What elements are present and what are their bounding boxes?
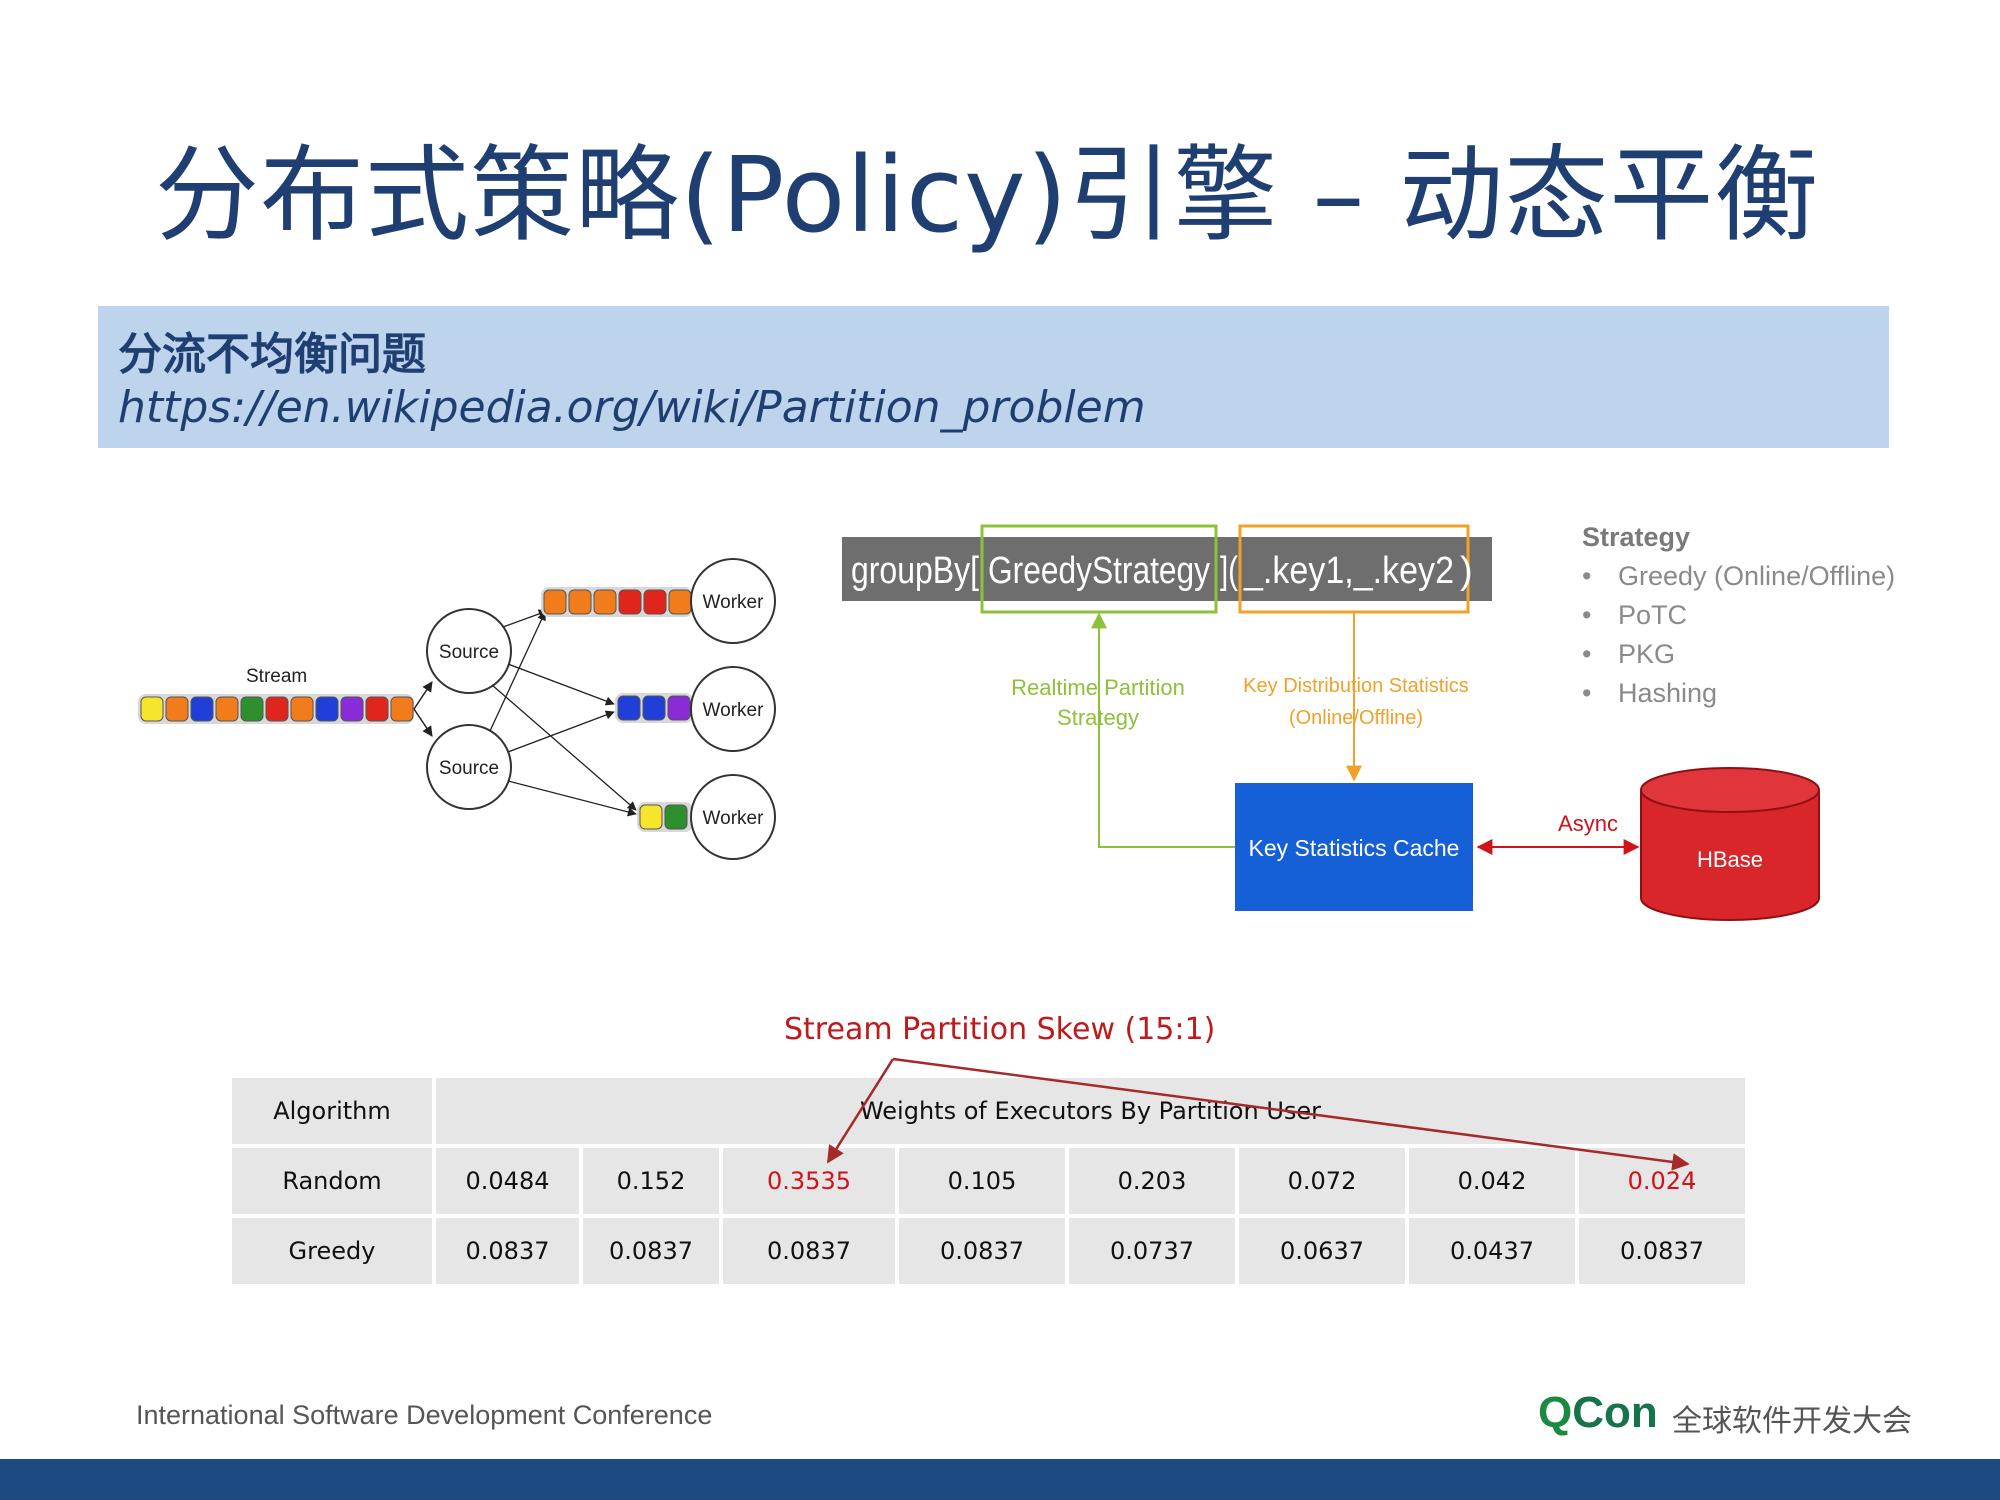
table-cell: 0.0837 [723,1218,895,1284]
table-cell: 0.0837 [583,1218,719,1284]
stream-label: Stream [246,666,307,687]
groupby-middle: ]( [1220,550,1238,592]
groupby-code-bar [842,537,1492,601]
groupby-keys: _.key1,_.key2 [1243,550,1454,592]
stream-diagram: Stream Source Source [138,558,776,860]
hbase-label: HBase [1697,847,1763,872]
strategy-highlight-box [980,524,1218,614]
table-cell: 0.0837 [1579,1218,1745,1284]
table-cell-highlight: 0.3535 [723,1148,895,1214]
key-dist-label-1: Key Distribution Statistics [1243,675,1469,697]
problem-banner: 分流不均衡问题 https://en.wikipedia.org/wiki/Pa… [98,306,1889,448]
table-header-row: Algorithm Weights of Executors By Partit… [232,1078,1745,1144]
worker-node-1 [690,558,776,644]
table-cell: 0.0837 [899,1218,1065,1284]
key-statistics-cache-box [1235,783,1473,911]
table-cell: 0.0737 [1069,1218,1235,1284]
stream-packets [140,696,414,722]
table-row: Random 0.0484 0.152 0.3535 0.105 0.203 0… [232,1148,1745,1214]
realtime-label-1: Realtime Partition [1011,675,1185,700]
strategy-title: Strategy [1582,522,1691,552]
source-node-2 [426,724,512,810]
key-dist-label-2: (Online/Offline) [1289,707,1423,729]
table-cell-highlight: 0.024 [1579,1148,1745,1214]
qcon-logo-q: Q [1538,1388,1573,1437]
conference-name: International Software Development Confe… [136,1400,713,1430]
hbase-cylinder-icon [1640,767,1820,921]
cache-label: Key Statistics Cache [1249,835,1460,861]
groupby-strategy: GreedyStrategy [988,550,1210,592]
qcon-logo: QCon [1538,1388,1658,1438]
weights-table: Algorithm Weights of Executors By Partit… [228,1074,1749,1288]
source-node-1 [426,608,512,694]
table-cell: 0.042 [1409,1148,1575,1214]
table-cell: 0.203 [1069,1148,1235,1214]
row-name: Greedy [232,1218,432,1284]
worker-node-2 [690,666,776,752]
strategy-item: Greedy (Online/Offline) [1582,561,1895,592]
banner-heading: 分流不均衡问题 [118,329,426,380]
table-cell: 0.072 [1239,1148,1405,1214]
worker-label-2: Worker [703,700,765,721]
source-label-2: Source [439,758,499,779]
table-cell: 0.105 [899,1148,1065,1214]
table-cell: 0.152 [583,1148,719,1214]
strategy-item: PoTC [1582,600,1895,631]
strategy-list: Strategy Greedy (Online/Offline) PoTC PK… [1582,522,1895,717]
skew-label: Stream Partition Skew (15:1) [784,1012,1216,1047]
slide-title: 分布式策略(Policy)引擎 – 动态平衡 [155,134,1820,256]
row-name: Random [232,1148,432,1214]
policy-flow-diagram: groupBy[ GreedyStrategy ]( _.key1,_.key2… [842,524,1820,921]
table-cell: 0.0437 [1409,1218,1575,1284]
async-label: Async [1558,811,1618,836]
table-cell: 0.0637 [1239,1218,1405,1284]
groupby-prefix: groupBy[ [851,550,979,592]
table-row: Greedy 0.0837 0.0837 0.0837 0.0837 0.073… [232,1218,1745,1284]
qcon-logo-con: Con [1572,1388,1658,1437]
wikipedia-link[interactable]: https://en.wikipedia.org/wiki/Partition_… [118,382,1146,433]
groupby-suffix: ) [1460,550,1473,592]
qcon-subtitle: 全球软件开发大会 [1672,1404,1912,1439]
strategy-item: Hashing [1582,678,1895,709]
realtime-label-2: Strategy [1057,705,1139,730]
table-cell: 0.0837 [436,1218,579,1284]
source-label-1: Source [439,642,499,663]
strategy-item: PKG [1582,639,1895,670]
worker-node-3 [690,774,776,860]
worker-label-1: Worker [703,592,765,613]
table-cell: 0.0484 [436,1148,579,1214]
weights-header: Weights of Executors By Partition User [436,1078,1745,1144]
footer-bar [0,1459,2000,1500]
worker-label-3: Worker [703,808,765,829]
algorithm-header: Algorithm [232,1078,432,1144]
